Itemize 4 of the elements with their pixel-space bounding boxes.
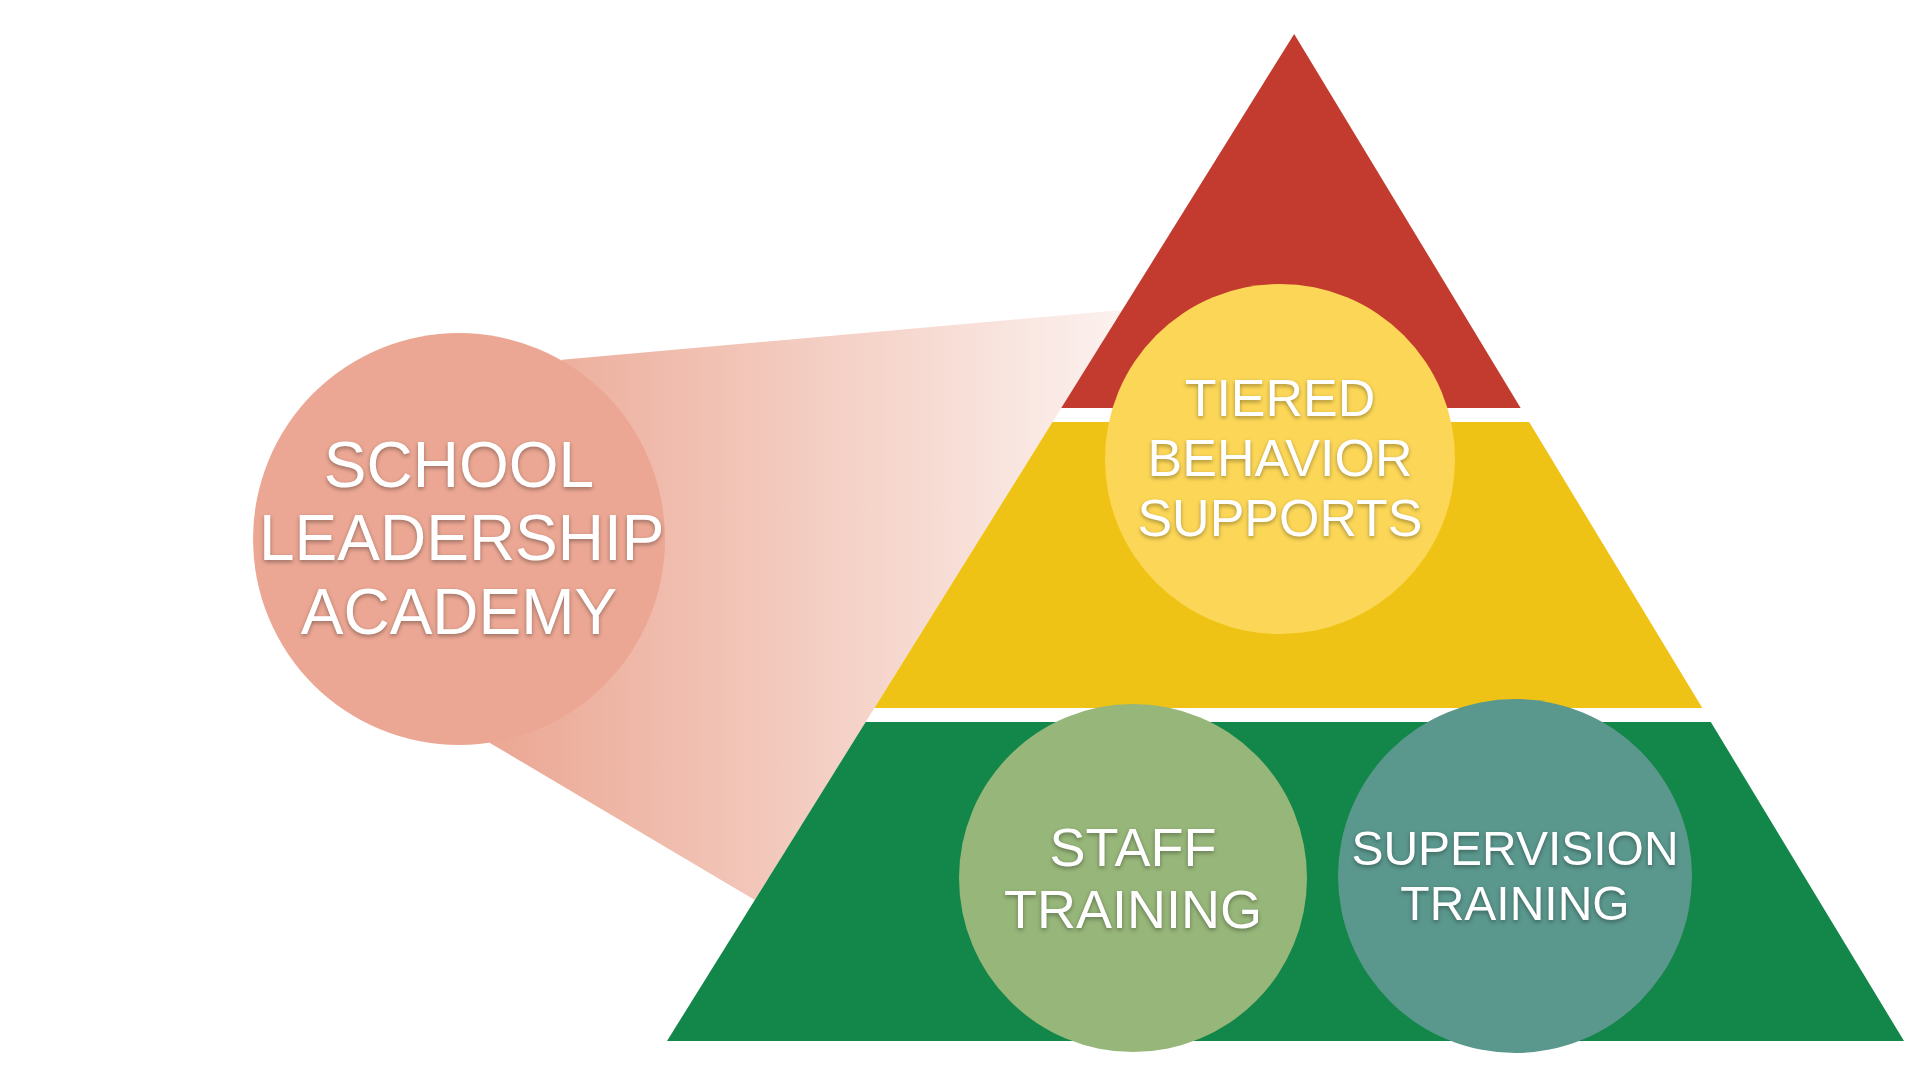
node-label: TIERED BEHAVIOR SUPPORTS [1136, 369, 1424, 549]
node-label: SUPERVISION TRAINING [1350, 820, 1680, 932]
node-label: SCHOOL LEADERSHIP ACADEMY [259, 428, 659, 650]
node-label: STAFF TRAINING [1003, 815, 1263, 941]
